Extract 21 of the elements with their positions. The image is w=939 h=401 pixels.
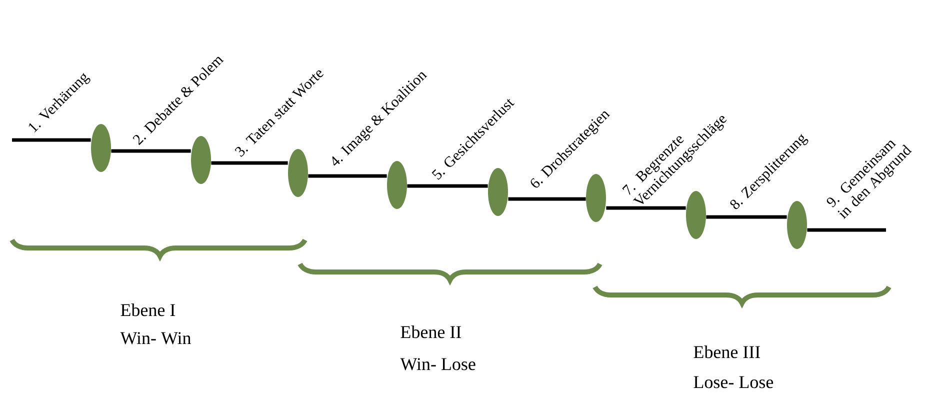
level-label: Ebene II bbox=[400, 326, 462, 338]
line-segment bbox=[407, 184, 488, 188]
level-label: Ebene I bbox=[120, 304, 176, 316]
line-segment bbox=[706, 215, 787, 219]
stage-marker bbox=[288, 149, 308, 197]
stage-marker bbox=[488, 168, 508, 216]
line-segment bbox=[111, 149, 191, 153]
line-segment bbox=[211, 161, 288, 165]
level-label: Win- Lose bbox=[400, 358, 476, 370]
line-segment bbox=[308, 174, 387, 178]
level-label: Ebene III bbox=[694, 346, 760, 358]
level-label: Lose- Lose bbox=[694, 376, 774, 388]
stage-marker bbox=[787, 201, 807, 249]
stage-marker bbox=[191, 136, 212, 184]
line-segment bbox=[606, 206, 686, 210]
stage-marker bbox=[91, 124, 112, 172]
line-segment bbox=[508, 197, 586, 201]
stage-marker bbox=[387, 161, 407, 209]
line-segment bbox=[807, 228, 886, 232]
level-label: Win- Win bbox=[120, 332, 191, 344]
line-segment bbox=[12, 138, 91, 142]
